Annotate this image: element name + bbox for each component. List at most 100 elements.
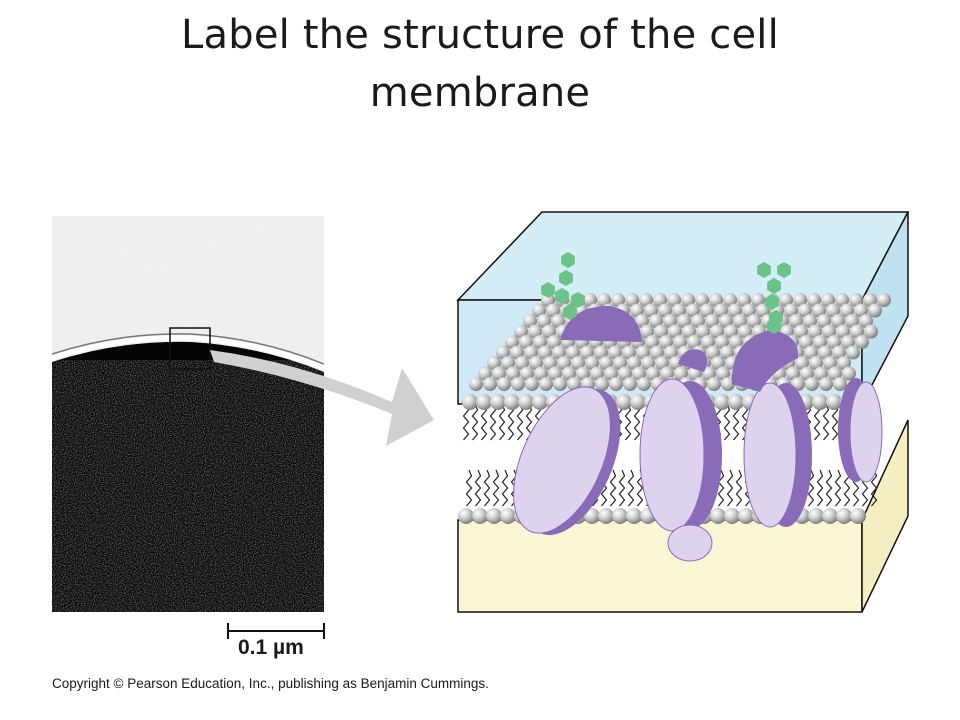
phospholipid-head: [533, 335, 547, 349]
phospholipid-head: [585, 356, 599, 370]
phospholipid-head: [716, 366, 730, 381]
phospholipid-head: [805, 377, 819, 391]
fatty-acid-tail: [483, 469, 491, 507]
phospholipid-head: [836, 508, 852, 524]
sugar-residue: [563, 304, 577, 320]
phospholipid-head: [552, 345, 566, 360]
page-title: Label the structure of the cell membrane: [0, 6, 960, 122]
phospholipid-head: [487, 356, 501, 370]
phospholipid-head: [821, 293, 835, 307]
phospholipid-head: [608, 345, 622, 360]
phospholipid-head: [664, 345, 678, 360]
phospholipid-head: [525, 377, 539, 391]
phospholipid-head: [478, 366, 492, 381]
phospholipid-head: [532, 394, 548, 410]
phospholipid-head: [557, 356, 571, 370]
phospholipid-head: [636, 345, 650, 360]
phospholipid-head: [837, 356, 851, 370]
phospholipid-head: [650, 345, 664, 360]
fatty-acid-tail: [723, 403, 731, 441]
phospholipid-head: [523, 314, 537, 328]
phospholipid-head: [672, 303, 686, 318]
phospholipid-head: [640, 324, 654, 339]
phospholipid-head: [534, 366, 548, 381]
fatty-acid-tail: [609, 469, 617, 507]
phospholipid-head: [827, 335, 841, 349]
cytoplasm: [457, 419, 909, 613]
phospholipid-head: [737, 293, 751, 307]
phospholipid-head: [779, 293, 793, 307]
phospholipid-head: [476, 394, 492, 410]
phospholipid-head: [751, 293, 765, 307]
fatty-acid-tail: [822, 403, 830, 441]
phospholipid-head: [863, 293, 877, 307]
phospholipid-head: [728, 303, 742, 318]
phospholipid-head: [809, 356, 823, 370]
fatty-acid-tail: [489, 403, 497, 441]
sugar-residue: [561, 252, 575, 268]
phospholipid-head: [668, 324, 682, 339]
phospholipid-head: [738, 324, 752, 339]
phospholipid-head: [705, 314, 719, 328]
phospholipid-head: [784, 303, 798, 318]
sugar-residue: [757, 262, 771, 278]
phospholipid-head: [826, 303, 840, 318]
phospholipid-head: [832, 345, 846, 360]
phospholipid-head: [637, 377, 651, 391]
fatty-acid-tail: [831, 403, 839, 441]
phospholipid-head: [486, 508, 502, 524]
fatty-acid-tail: [615, 403, 623, 441]
phospholipid-head: [868, 303, 882, 318]
fatty-acid-tail: [717, 469, 725, 507]
fatty-acid-tail: [462, 403, 470, 441]
phospholipid-head: [583, 293, 597, 307]
phospholipid-head: [795, 356, 809, 370]
phospholipid-head: [541, 293, 555, 307]
scale-bar: [227, 623, 325, 639]
phospholipid-head: [695, 293, 709, 307]
sugar-residue: [571, 292, 585, 308]
phospholipid-head: [709, 293, 723, 307]
fatty-acid-tail: [501, 469, 509, 507]
phospholipid-head: [667, 293, 681, 307]
fatty-acid-tail: [465, 469, 473, 507]
phospholipid-head: [520, 366, 534, 381]
fatty-acid-tail: [813, 403, 821, 441]
phospholipid-head: [793, 293, 807, 307]
phospholipid-head: [723, 293, 737, 307]
phospholipid-head: [528, 324, 542, 339]
phospholipid-head: [458, 508, 474, 524]
phospholipid-head: [622, 345, 636, 360]
phospholipid-head: [510, 345, 524, 360]
phospholipid-head: [799, 335, 813, 349]
phospholipid-head: [800, 366, 814, 381]
phospholipid-head: [566, 345, 580, 360]
fatty-acid-tail: [633, 403, 641, 441]
phospholipid-head: [814, 366, 828, 381]
phospholipid-head: [823, 356, 837, 370]
phospholipid-head: [840, 303, 854, 318]
sugar-residue: [777, 262, 791, 278]
phospholipid-head: [707, 377, 721, 391]
phospholipid-head: [515, 356, 529, 370]
phospholipid-head: [794, 324, 808, 339]
title-line-2: membrane: [369, 70, 591, 116]
phospholipid-head: [855, 335, 869, 349]
phospholipid-head: [497, 377, 511, 391]
phospholipid-head: [710, 324, 724, 339]
sugar-residue: [767, 318, 781, 334]
phospholipid-head: [720, 345, 734, 360]
phospholipid-head: [659, 335, 673, 349]
phospholipid-head: [529, 356, 543, 370]
fatty-acid-tail: [516, 403, 524, 441]
phospholipid-head: [673, 335, 687, 349]
phospholipid-head: [691, 314, 705, 328]
phospholipid-head: [831, 314, 845, 328]
phospholipid-head: [627, 356, 641, 370]
sugar-residue: [559, 270, 573, 286]
phospholipid-head: [632, 366, 646, 381]
phospholipid-head: [826, 394, 842, 410]
phospholipid-head: [715, 335, 729, 349]
phospholipid-head: [609, 377, 623, 391]
phospholipid-head: [807, 293, 821, 307]
